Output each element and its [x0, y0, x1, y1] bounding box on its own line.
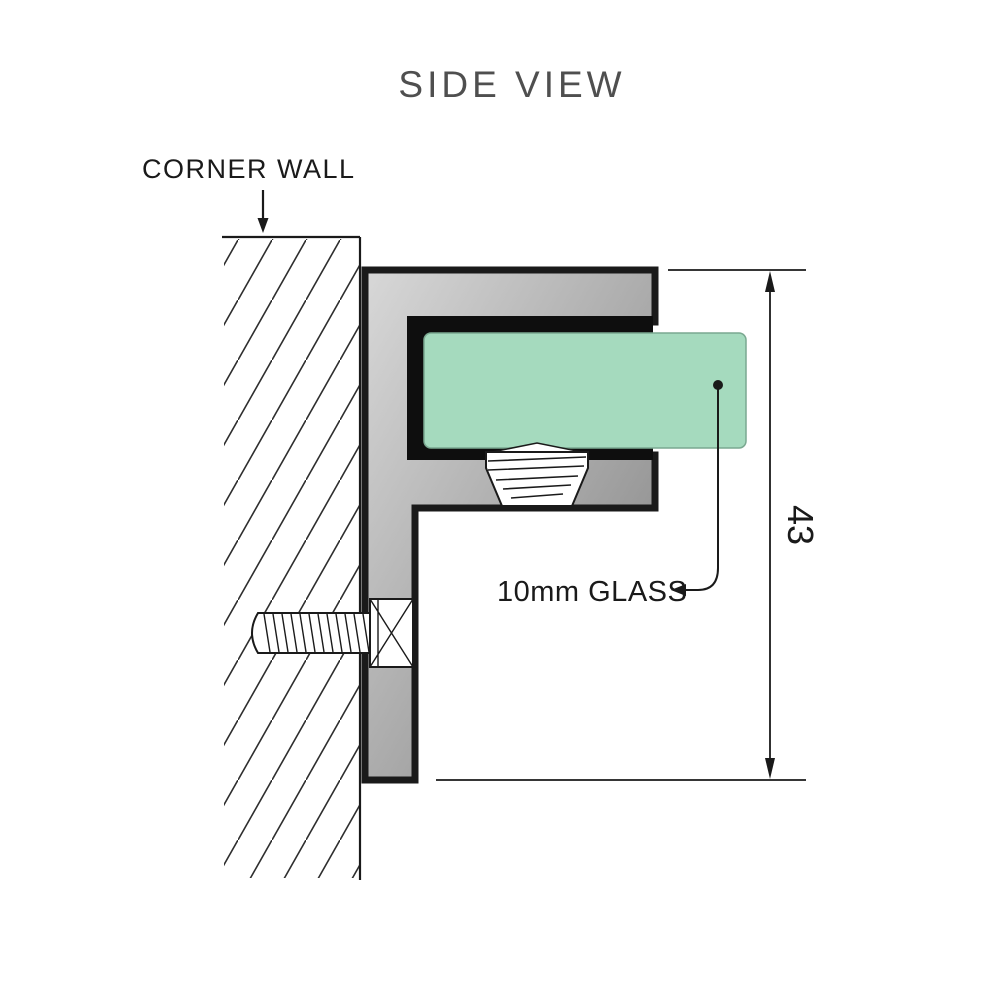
glass-callout: 10mm GLASS: [497, 380, 723, 608]
dimension-value: 43: [780, 505, 821, 545]
grub-screw-threads: [487, 456, 587, 499]
corner-wall-arrowhead-icon: [257, 218, 269, 233]
wall-screw-head-hatch: [369, 598, 414, 668]
glass-panel: [423, 332, 747, 449]
dimension-arrowhead-top-icon: [765, 271, 775, 292]
glass-leader-dot: [713, 380, 723, 390]
dimension-arrowhead-bottom-icon: [765, 758, 775, 779]
corner-wall-arrow: [257, 190, 269, 233]
grub-screw-body: [485, 451, 589, 507]
wall-hatching: [224, 239, 360, 878]
glass-leader-line: [684, 389, 719, 591]
glass-leader-arrowhead-icon: [671, 584, 686, 596]
glass-label: 10mm GLASS: [497, 576, 687, 608]
wall-screw: [251, 598, 414, 668]
wall: [222, 235, 362, 880]
corner-wall-label: CORNER WALL: [142, 154, 356, 184]
page-title: SIDE VIEW: [398, 64, 625, 105]
wall-screw-threads: [263, 613, 370, 653]
grub-screw: [485, 442, 589, 507]
dimension-43: 43: [436, 269, 821, 781]
